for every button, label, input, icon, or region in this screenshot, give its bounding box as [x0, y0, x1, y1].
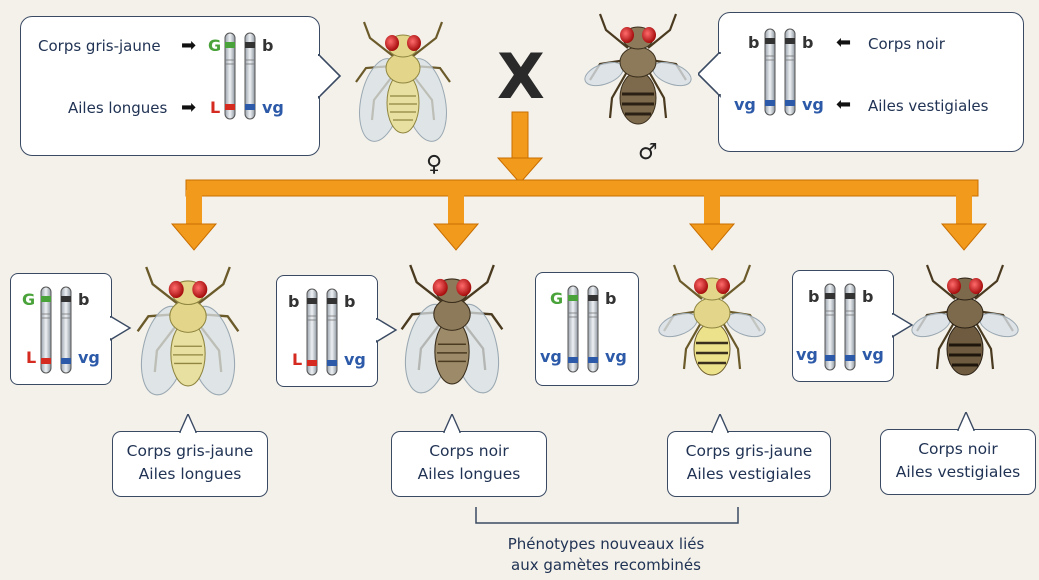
allele-b: b [605, 289, 616, 308]
allele-b: b [262, 36, 273, 55]
allele-b: b [862, 287, 873, 306]
phenotype-wings: Ailes vestigiales [668, 463, 830, 486]
phenotype-wings: Ailes vestigiales [881, 461, 1035, 484]
allele-b: b [344, 292, 355, 311]
allele-vg: vg [862, 345, 884, 364]
phenotype-wings: Ailes longues [392, 463, 546, 486]
recombinant-note-line1: Phénotypes nouveaux liés [486, 534, 726, 555]
female-body-label: Corps gris-jaune [38, 37, 161, 55]
allele-b: b [78, 290, 89, 309]
recombinant-note: Phénotypes nouveaux liés aux gamètes rec… [486, 534, 726, 576]
offspring-3-fly-image [652, 250, 772, 390]
female-symbol: ♀ [426, 152, 442, 177]
offspring-4-phenotype-label: Corps noir Ailes vestigiales [880, 429, 1036, 495]
arrow-left-icon: ⬅ [836, 32, 851, 53]
allele-L: L [292, 350, 302, 369]
allele-vg: vg [796, 345, 818, 364]
chromosome-left [824, 283, 836, 371]
offspring-1-fly-image [128, 252, 248, 402]
label-pointer [954, 412, 978, 432]
allele-vg: vg [605, 347, 627, 366]
chromosome-right [60, 286, 72, 374]
male-wings-label: Ailes vestigiales [868, 97, 988, 115]
allele-b: b [748, 33, 759, 52]
phenotype-wings: Ailes longues [113, 463, 267, 486]
allele-G: G [550, 289, 563, 308]
allele-b: b [808, 287, 819, 306]
allele-vg: vg [540, 347, 562, 366]
offspring-3-phenotype-label: Corps gris-jaune Ailes vestigiales [667, 431, 831, 497]
allele-b: b [802, 33, 813, 52]
allele-b: b [288, 292, 299, 311]
phenotype-body: Corps noir [881, 438, 1035, 461]
male-fly-image [578, 4, 698, 134]
label-pointer [176, 414, 200, 434]
chromosome-right [784, 28, 796, 116]
allele-vg: vg [262, 98, 284, 117]
chromosome-left [40, 286, 52, 374]
offspring-1-phenotype-label: Corps gris-jaune Ailes longues [112, 431, 268, 497]
male-symbol: ♂ [638, 140, 658, 165]
allele-vg: vg [802, 95, 824, 114]
phenotype-body: Corps gris-jaune [668, 440, 830, 463]
chromosome-right [326, 288, 338, 376]
chromosome-left [764, 28, 776, 116]
allele-vg: vg [78, 348, 100, 367]
allele-vg: vg [344, 350, 366, 369]
chromosome-left [224, 32, 236, 120]
chromosome-right [244, 32, 256, 120]
offspring-2-phenotype-label: Corps noir Ailes longues [391, 431, 547, 497]
male-body-label: Corps noir [868, 35, 945, 53]
phenotype-body: Corps gris-jaune [113, 440, 267, 463]
allele-L: L [210, 98, 220, 117]
female-wings-label: Ailes longues [68, 99, 167, 117]
offspring-4-fly-image [905, 250, 1025, 390]
female-fly-image [348, 8, 458, 148]
allele-G: G [208, 36, 221, 55]
recombinant-bracket [470, 505, 750, 535]
arrow-left-icon: ⬅ [836, 94, 851, 115]
allele-G: G [22, 290, 35, 309]
allele-vg: vg [734, 95, 756, 114]
chromosome-left [567, 285, 579, 373]
recombinant-note-line2: aux gamètes recombinés [486, 555, 726, 576]
chromosome-right [844, 283, 856, 371]
phenotype-body: Corps noir [392, 440, 546, 463]
chromosome-left [306, 288, 318, 376]
arrow-right-icon: ➡ [181, 97, 196, 118]
chromosome-right [587, 285, 599, 373]
cross-symbol: X [497, 40, 545, 113]
allele-L: L [26, 348, 36, 367]
callout-pointer [318, 54, 348, 104]
label-pointer [440, 414, 464, 434]
offspring-2-fly-image [392, 250, 512, 400]
callout-pointer [698, 52, 728, 102]
arrow-right-icon: ➡ [181, 35, 196, 56]
label-pointer [708, 414, 732, 434]
